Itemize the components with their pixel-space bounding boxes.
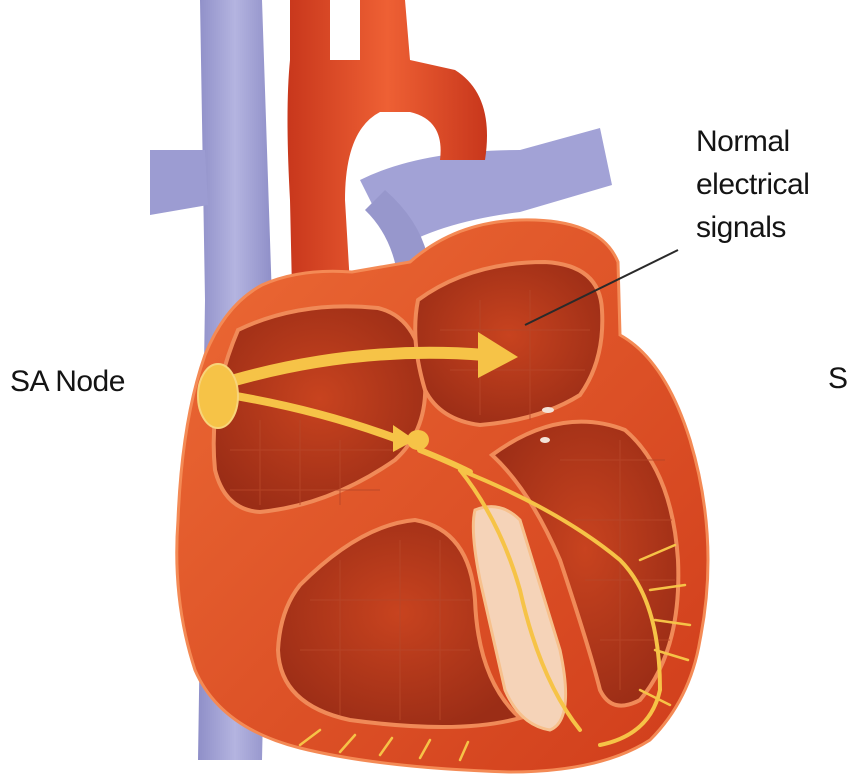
label-line-3: signals <box>696 206 809 249</box>
label-line-1: Normal <box>696 120 809 163</box>
normal-electrical-signals-label: Normal electrical signals <box>696 120 809 249</box>
cut-off-label: S <box>828 362 848 396</box>
sa-node <box>198 364 238 428</box>
left-atrium <box>415 262 602 425</box>
sa-node-label: SA Node <box>10 365 125 399</box>
av-node <box>407 430 429 450</box>
label-line-2: electrical <box>696 163 809 206</box>
